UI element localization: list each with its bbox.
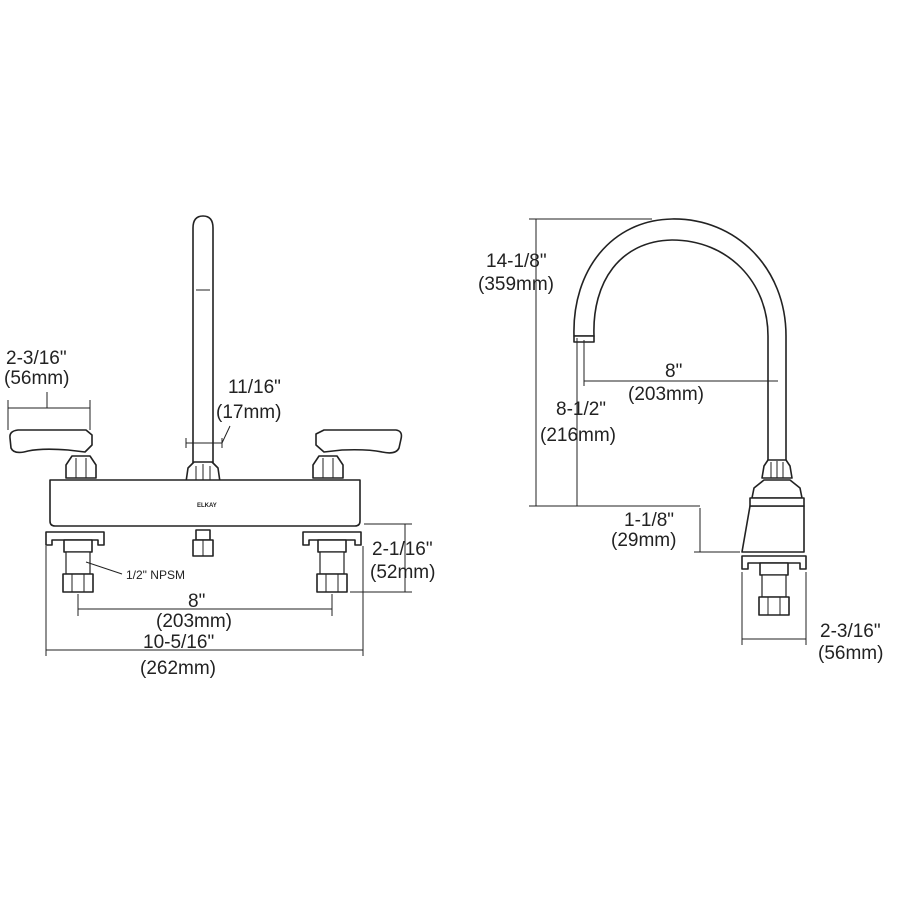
dim-centers-in: 8" bbox=[188, 591, 205, 612]
dim-base-depth-in: 2-3/16" bbox=[820, 621, 881, 642]
dim-spout-diameter-in: 11/16" bbox=[228, 377, 281, 398]
side-shank bbox=[758, 562, 790, 616]
side-view: 14-1/8" (359mm) 8-1/2" (216mm) 8" (203mm… bbox=[478, 218, 883, 664]
front-brand-logo: ELKAY bbox=[197, 503, 217, 509]
dim-centers-mm: (203mm) bbox=[156, 611, 232, 632]
dim-centers: 8" (203mm) bbox=[77, 591, 333, 632]
side-body bbox=[741, 479, 805, 553]
front-right-shank bbox=[316, 539, 348, 593]
dim-deck-height: 1-1/8" (29mm) bbox=[611, 508, 740, 553]
side-gooseneck-spout bbox=[573, 218, 787, 463]
dim-overall-width: 10-5/16" (262mm) bbox=[45, 546, 364, 679]
dim-overall-width-in: 10-5/16" bbox=[143, 632, 214, 653]
dim-handle-width-mm: (56mm) bbox=[4, 368, 69, 389]
dim-spout-height-mm: (216mm) bbox=[540, 425, 616, 446]
front-left-handle bbox=[9, 429, 97, 479]
dim-overall-height: 14-1/8" (359mm) bbox=[478, 218, 700, 507]
thread-callout: 1/2" NPSM bbox=[85, 561, 185, 582]
dim-spout-height-in: 8-1/2" bbox=[556, 399, 606, 420]
front-left-gasket bbox=[45, 531, 105, 546]
dim-handle-width: 2-3/16" (56mm) bbox=[4, 348, 91, 430]
front-view: ELKAY bbox=[4, 215, 435, 679]
dim-spout-reach-in: 8" bbox=[665, 361, 682, 382]
side-spout-nut bbox=[761, 459, 793, 479]
dim-spout-reach: 8" (203mm) bbox=[583, 340, 778, 405]
dim-shank-height-in: 2-1/16" bbox=[372, 539, 433, 560]
dim-deck-height-mm: (29mm) bbox=[611, 530, 676, 551]
front-left-shank bbox=[62, 539, 94, 593]
dim-spout-diameter: 11/16" (17mm) bbox=[185, 377, 281, 448]
dim-shank-height-mm: (52mm) bbox=[370, 562, 435, 583]
front-deck-body bbox=[49, 479, 361, 527]
dim-deck-height-in: 1-1/8" bbox=[624, 510, 674, 531]
front-spout bbox=[192, 215, 214, 466]
dim-overall-height-mm: (359mm) bbox=[478, 274, 554, 295]
dim-base-depth-mm: (56mm) bbox=[818, 643, 883, 664]
dim-spout-height: 8-1/2" (216mm) bbox=[540, 338, 616, 506]
front-right-gasket bbox=[302, 531, 362, 546]
dim-spout-diameter-mm: (17mm) bbox=[216, 402, 281, 423]
dim-handle-width-in: 2-3/16" bbox=[6, 348, 67, 369]
dim-shank-height: 2-1/16" (52mm) bbox=[350, 523, 435, 593]
front-right-handle bbox=[312, 429, 403, 479]
dim-overall-height-in: 14-1/8" bbox=[486, 251, 547, 272]
thread-note: 1/2" NPSM bbox=[126, 568, 185, 582]
dim-base-depth: 2-3/16" (56mm) bbox=[741, 572, 883, 664]
dim-overall-width-mm: (262mm) bbox=[140, 658, 216, 679]
front-center-stub bbox=[192, 529, 214, 557]
dim-spout-reach-mm: (203mm) bbox=[628, 384, 704, 405]
